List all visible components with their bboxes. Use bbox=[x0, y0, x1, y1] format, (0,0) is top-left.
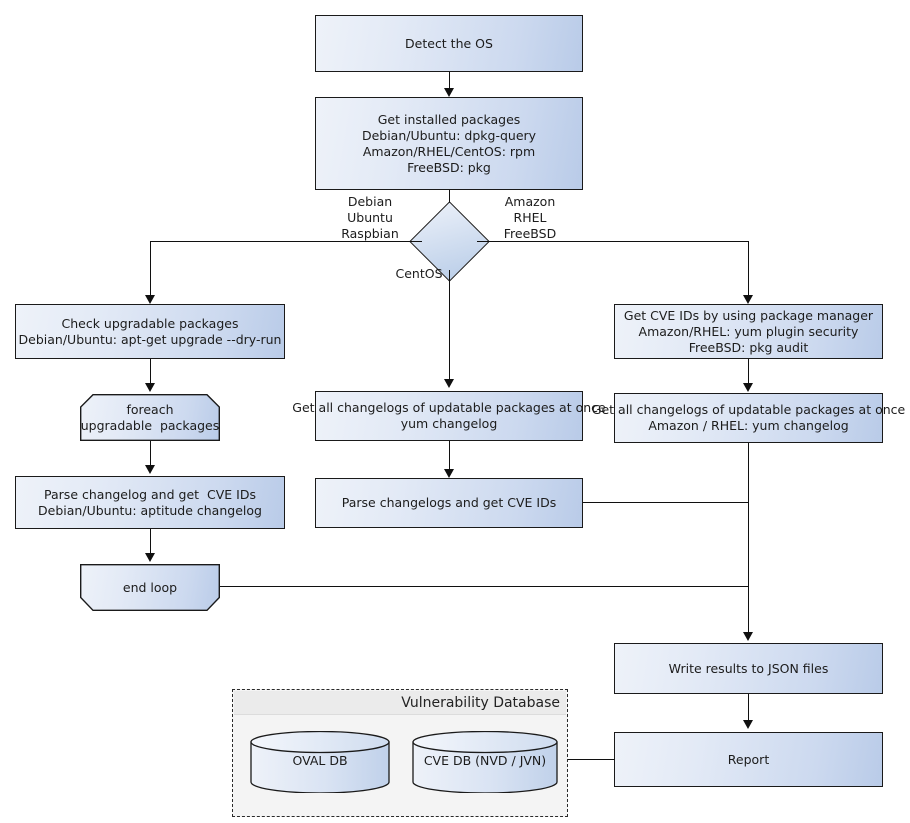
connector-center-parse-to-trunk bbox=[583, 502, 749, 503]
arrowhead-write-to-report bbox=[742, 720, 753, 729]
connector-decision-right-v bbox=[748, 241, 749, 298]
connector-decision-right-h bbox=[477, 241, 749, 242]
node-detect-os-label: Detect the OS bbox=[405, 35, 493, 51]
arrowhead-check-to-foreach bbox=[144, 383, 155, 392]
arrowhead-foreach-to-parse bbox=[144, 465, 155, 474]
edge-label-center-branch: CentOS bbox=[395, 266, 443, 281]
connector-foreach-to-parse bbox=[150, 441, 151, 467]
connector-decision-left-v bbox=[150, 241, 151, 298]
arrowhead-parse-to-endloop bbox=[144, 553, 155, 562]
connector-database-to-report bbox=[568, 759, 615, 760]
node-check-upgradable-packages[interactable]: Check upgradable packages Debian/Ubuntu:… bbox=[15, 304, 285, 359]
database-cve-db[interactable]: CVE DB (NVD / JVN) bbox=[412, 731, 558, 793]
node-end-loop-label: end loop bbox=[122, 579, 178, 595]
connector-right-trunk bbox=[748, 443, 749, 635]
database-cve-db-label: CVE DB (NVD / JVN) bbox=[423, 753, 547, 768]
connector-check-to-foreach bbox=[150, 359, 151, 385]
connector-center-changelogs-to-parse bbox=[449, 441, 450, 471]
node-parse-changelog-left[interactable]: Parse changelog and get CVE IDs Debian/U… bbox=[15, 476, 285, 529]
node-parse-changelogs-center[interactable]: Parse changelogs and get CVE IDs bbox=[315, 478, 583, 528]
node-get-cve-ids-right-label: Get CVE IDs by using package manager Ama… bbox=[623, 307, 874, 355]
node-get-cve-ids-right[interactable]: Get CVE IDs by using package manager Ama… bbox=[614, 304, 883, 359]
arrowhead-cve-to-changelogs-right bbox=[742, 383, 753, 392]
connector-detect-to-installed bbox=[449, 72, 450, 90]
arrowhead-right-trunk-to-write bbox=[742, 632, 753, 641]
node-check-upgradable-packages-label: Check upgradable packages Debian/Ubuntu:… bbox=[18, 315, 282, 347]
node-get-installed-packages-label: Get installed packages Debian/Ubuntu: dp… bbox=[361, 111, 537, 175]
database-oval-db[interactable]: OVAL DB bbox=[250, 731, 390, 793]
connector-write-to-report bbox=[748, 694, 749, 722]
node-parse-changelogs-center-label: Parse changelogs and get CVE IDs bbox=[341, 495, 557, 510]
database-oval-db-label: OVAL DB bbox=[292, 753, 348, 768]
node-foreach-label: foreach upgradable packages bbox=[80, 401, 220, 433]
connector-cve-to-changelogs-right bbox=[748, 359, 749, 385]
node-get-changelogs-center[interactable]: Get all changelogs of updatable packages… bbox=[292, 391, 606, 441]
node-report-label: Report bbox=[727, 751, 770, 767]
node-detect-os[interactable]: Detect the OS bbox=[315, 15, 583, 72]
node-end-loop-text-wrap: end loop bbox=[80, 564, 220, 611]
vulnerability-database-title: Vulnerability Database bbox=[401, 694, 560, 711]
arrowhead-decision-left bbox=[144, 295, 155, 304]
node-write-results-label: Write results to JSON files bbox=[668, 660, 829, 676]
node-parse-changelog-left-label: Parse changelog and get CVE IDs Debian/U… bbox=[38, 486, 262, 518]
node-get-installed-packages[interactable]: Get installed packages Debian/Ubuntu: dp… bbox=[315, 97, 583, 190]
connector-parse-to-endloop bbox=[150, 529, 151, 555]
arrowhead-center-changelogs-to-parse bbox=[443, 469, 454, 478]
node-write-results[interactable]: Write results to JSON files bbox=[614, 643, 883, 694]
node-get-changelogs-right[interactable]: Get all changelogs of updatable packages… bbox=[592, 393, 905, 443]
connector-decision-left-h bbox=[150, 241, 422, 242]
edge-label-right-branch: Amazon RHEL FreeBSD bbox=[503, 194, 557, 241]
arrowhead-detect-to-installed bbox=[443, 88, 454, 97]
arrowhead-decision-center bbox=[443, 379, 454, 388]
connector-endloop-to-trunk bbox=[220, 586, 749, 587]
edge-label-left-branch: Debian Ubuntu Raspbian bbox=[341, 194, 399, 241]
connector-decision-center-v bbox=[449, 270, 450, 382]
node-get-changelogs-right-label: Get all changelogs of updatable packages… bbox=[591, 402, 906, 433]
node-get-changelogs-center-label: Get all changelogs of updatable packages… bbox=[292, 400, 606, 431]
node-report[interactable]: Report bbox=[614, 732, 883, 787]
node-foreach-text-wrap: foreach upgradable packages bbox=[80, 394, 220, 441]
vulnerability-database-title-bar: Vulnerability Database bbox=[234, 691, 566, 715]
arrowhead-decision-right bbox=[742, 295, 753, 304]
